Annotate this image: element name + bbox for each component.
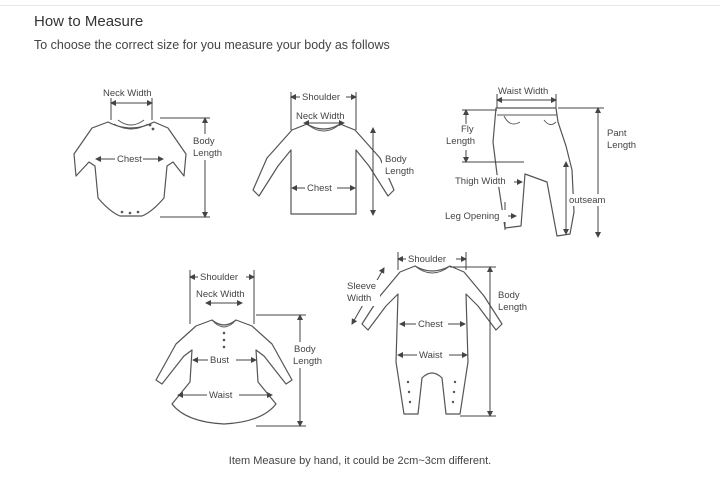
shirt-chest-label: Chest xyxy=(307,183,332,194)
romper-waist-label: Waist xyxy=(419,350,443,361)
pants-fly-label: Fly xyxy=(461,124,474,135)
shirt-figure: Shoulder Neck Width Chest Body Length xyxy=(252,90,420,216)
dress-waist-label: Waist xyxy=(209,390,233,401)
measurement-diagram: Neck Width Chest Body Length Shoulder Ne… xyxy=(73,86,636,427)
page-title: How to Measure xyxy=(34,13,144,30)
page-header: How to Measure To choose the correct siz… xyxy=(0,0,720,62)
pants-leg-opening-label: Leg Opening xyxy=(445,211,499,222)
dress-length-label: Length xyxy=(293,356,322,367)
dress-body-label: Body xyxy=(294,344,316,355)
dress-figure: Shoulder Neck Width Bust Waist Body Leng… xyxy=(155,270,328,427)
bodysuit-neck-width-label: Neck Width xyxy=(103,88,152,99)
bodysuit-figure: Neck Width Chest Body Length xyxy=(73,88,228,218)
romper-shoulder-label: Shoulder xyxy=(408,254,446,265)
bodysuit-body-label: Body xyxy=(193,136,215,147)
pants-thigh-width-label: Thigh Width xyxy=(455,176,506,187)
romper-body-label: Body xyxy=(498,290,520,301)
pants-outseam-label: outseam xyxy=(569,195,606,206)
shirt-length-label: Length xyxy=(385,166,414,177)
pants-waist-width-label: Waist Width xyxy=(498,86,548,97)
romper-length-label: Length xyxy=(498,302,527,313)
pants-fly-length-label: Length xyxy=(446,136,475,147)
page-subtitle: To choose the correct size for you measu… xyxy=(34,38,390,52)
romper-figure: Shoulder Sleeve Width Chest Waist Body L… xyxy=(344,252,533,417)
dress-shoulder-label: Shoulder xyxy=(200,272,238,283)
romper-sleeve-label: Sleeve xyxy=(347,281,376,292)
romper-sleeve-width-label: Width xyxy=(347,293,371,304)
bodysuit-length-label: Length xyxy=(193,148,222,159)
footer-note: Item Measure by hand, it could be 2cm~3c… xyxy=(228,455,492,467)
shirt-shoulder-label: Shoulder xyxy=(302,92,340,103)
dress-bust-label: Bust xyxy=(210,355,229,366)
dress-neck-width-label: Neck Width xyxy=(196,289,245,300)
pants-pant-label: Pant xyxy=(607,128,627,139)
romper-chest-label: Chest xyxy=(418,319,443,330)
shirt-body-label: Body xyxy=(385,154,407,165)
bodysuit-chest-label: Chest xyxy=(117,154,142,165)
top-divider xyxy=(0,5,720,6)
pants-figure: Waist Width Fly Length Pant Length Thigh… xyxy=(444,86,636,238)
shirt-neck-width-label: Neck Width xyxy=(296,111,345,122)
pants-pant-length-label: Length xyxy=(607,140,636,151)
